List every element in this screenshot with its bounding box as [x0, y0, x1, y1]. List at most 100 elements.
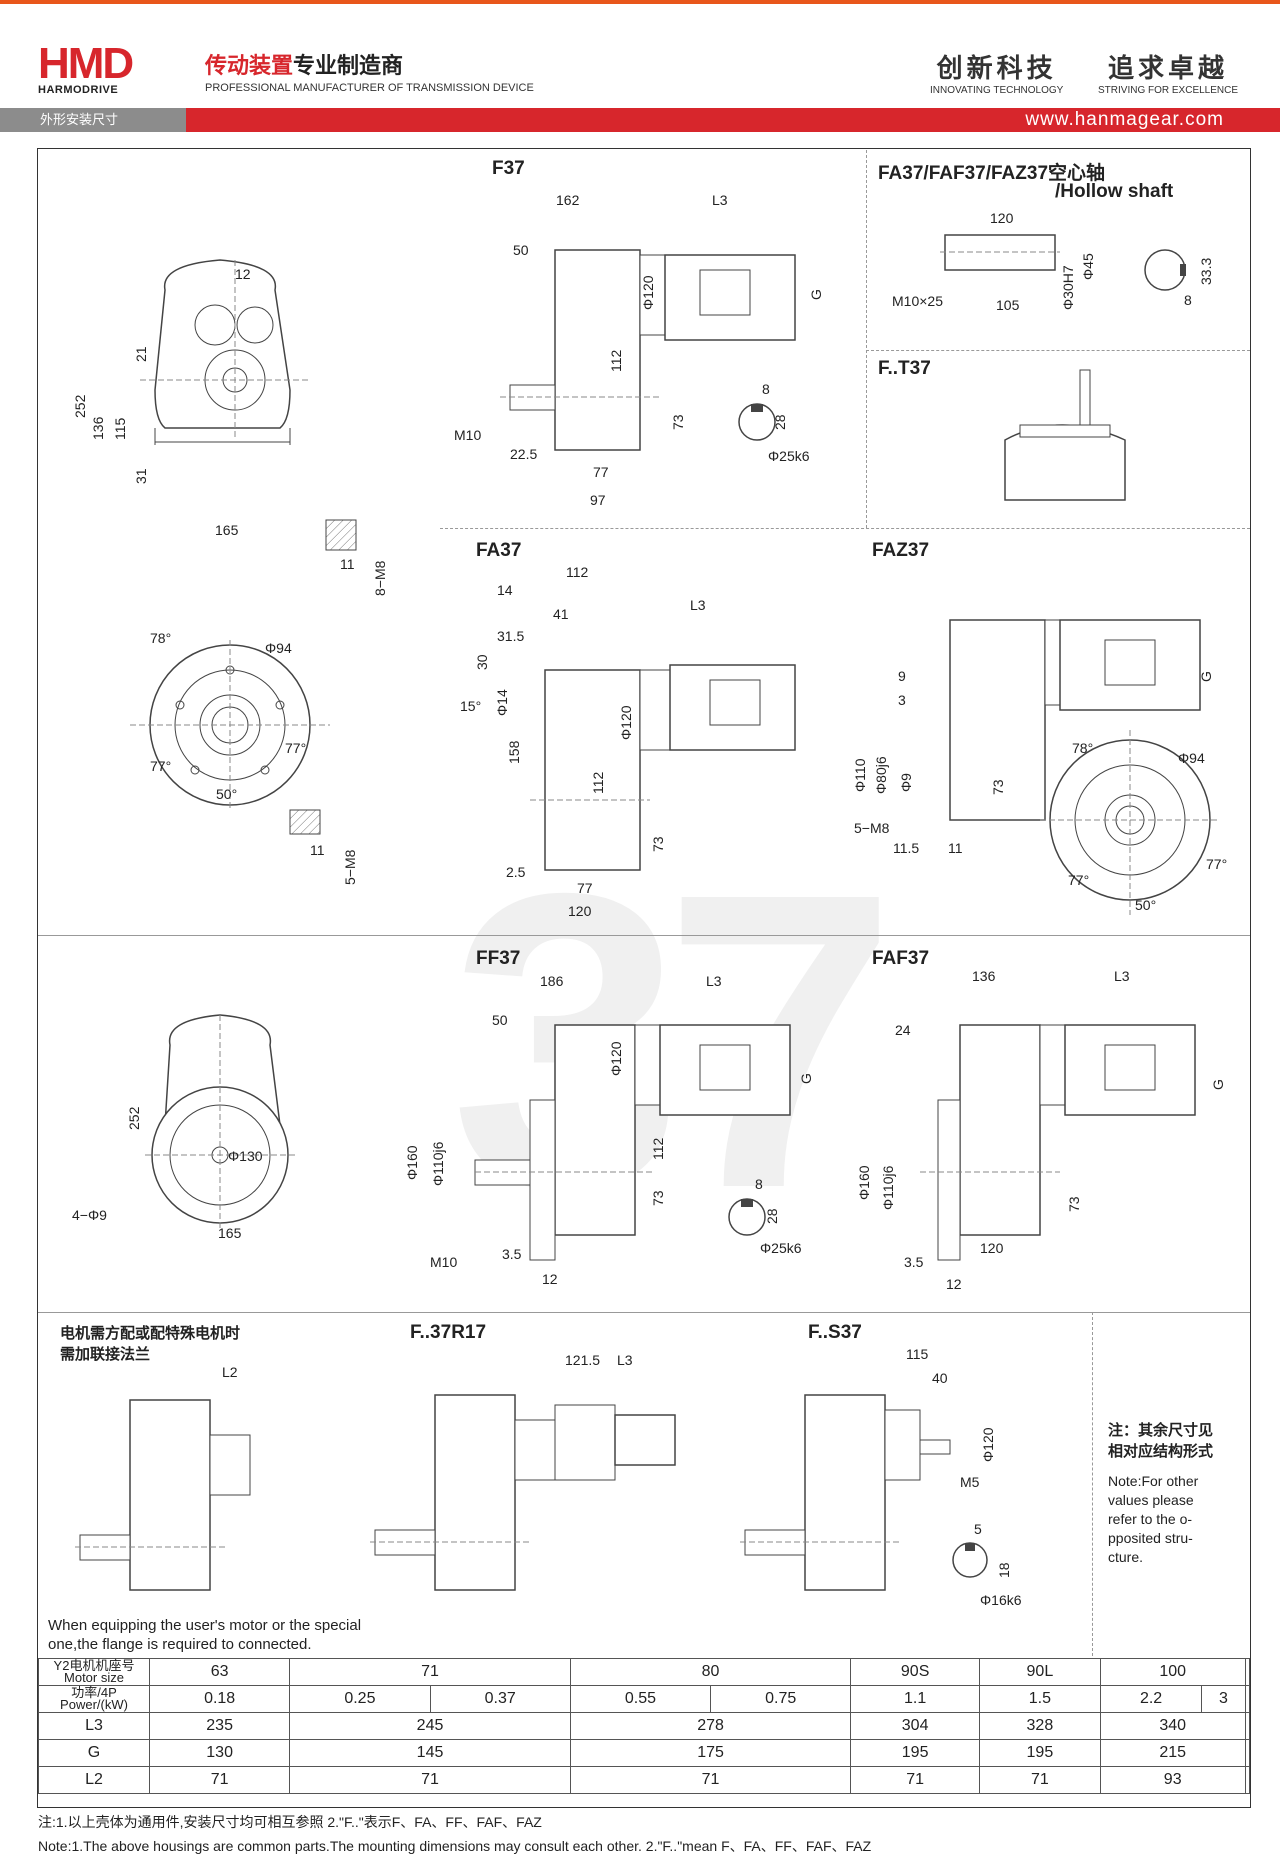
fs37-shaft-section — [952, 1542, 988, 1578]
table-cell: 3 — [1201, 1685, 1246, 1713]
table-header-l2: L2 — [38, 1766, 150, 1794]
adapter-note-en-line2: one,the flange is required to connected. — [48, 1636, 312, 1653]
faf37-title: FAF37 — [872, 948, 930, 969]
table-cell: 80 — [569, 1658, 852, 1686]
top-accent-rule — [0, 0, 1280, 4]
flange-angle-50: 50° — [216, 786, 238, 802]
front-dim-165: 165 — [215, 522, 239, 538]
slogan-striving-en: STRIVING FOR EXCELLENCE — [1098, 85, 1239, 96]
faf37-dim-12: 12 — [946, 1276, 962, 1292]
tagline-red: 传动装置 — [205, 53, 294, 78]
ff37-dim-73: 73 — [650, 1190, 666, 1206]
fs37-dim-40: 40 — [932, 1370, 948, 1386]
hollow-bore-section — [1144, 249, 1186, 291]
f37-dim-120: Φ120 — [640, 275, 656, 310]
fa37-dim-158: 158 — [506, 740, 522, 764]
table-cell: 71 — [850, 1766, 980, 1794]
fa37-dim-2.5: 2.5 — [506, 864, 526, 880]
ff37-dim-28: 28 — [764, 1208, 780, 1224]
fa37-dim-120b: 120 — [568, 903, 592, 919]
adapter-note-en: When equipping the user's motor or the s… — [48, 1616, 361, 1654]
faz37-dim-94: Φ94 — [1178, 750, 1205, 766]
fa37-title: FA37 — [476, 540, 522, 561]
faf37-dim-110: Φ110j6 — [880, 1165, 896, 1210]
faz37-drawing — [949, 619, 1220, 915]
table-cell: 90S — [850, 1658, 980, 1686]
flange-view-drawing — [130, 640, 330, 810]
f37-shaft-dia: Φ25k6 — [768, 448, 810, 464]
f37-dim-112: 112 — [608, 349, 624, 372]
ff37-dim-50: 50 — [492, 1012, 508, 1028]
ff37-dim-160: Φ160 — [404, 1145, 420, 1180]
header-motor-cn: Y2电机机座号 — [53, 1658, 135, 1673]
hollow-dim-45: Φ45 — [1080, 253, 1096, 280]
front-dim-11: 11 — [340, 556, 355, 572]
fs37-drawing — [740, 1394, 951, 1591]
remark-en-2: values please — [1108, 1492, 1194, 1508]
adapter-note-cn-line2: 需加联接法兰 — [60, 1346, 151, 1363]
fa37-angle-15: 15° — [460, 698, 482, 714]
slogan-striving-cn: 追求卓越 — [1108, 54, 1229, 84]
fa37-dim-L3: L3 — [690, 597, 706, 613]
table-cell: 175 — [569, 1739, 852, 1767]
fa37-dim-112: 112 — [566, 564, 589, 580]
faz37-angle-50: 50° — [1135, 897, 1157, 913]
front-dim-252: 252 — [72, 394, 88, 418]
table-cell: 304 — [850, 1712, 980, 1740]
faf37-dim-24: 24 — [895, 1022, 911, 1038]
fa37-dim-41: 41 — [553, 606, 569, 622]
ff-front-dim-130: Φ130 — [228, 1148, 263, 1164]
table-cell: 71 — [289, 1658, 571, 1686]
flange-dim-94: Φ94 — [265, 640, 292, 656]
ff37-shaft-dia: Φ25k6 — [760, 1240, 802, 1256]
f37-front-view-drawing — [140, 259, 310, 445]
remark-cn-1: 注：其余尺寸见 — [1108, 1422, 1214, 1439]
table-cell: 0.75 — [710, 1685, 852, 1713]
front-dim-136: 136 — [90, 416, 106, 440]
table-cell: 90L — [978, 1658, 1101, 1686]
f37-dim-22.5: 22.5 — [510, 446, 538, 462]
faf37-drawing — [920, 1024, 1196, 1261]
hollow-dim-105: 105 — [996, 297, 1020, 313]
ff37-dim-M10: M10 — [430, 1254, 458, 1270]
brand-logo: HMD HARMODRIVE — [38, 42, 158, 97]
fa37-dim-73: 73 — [650, 836, 666, 852]
table-cell: 130 — [148, 1739, 291, 1767]
ft37-drawing — [1004, 369, 1126, 501]
table-header-l3: L3 — [38, 1712, 150, 1740]
fa37-dim-31.5: 31.5 — [497, 628, 525, 644]
table-cell: 71 — [569, 1766, 852, 1794]
faz37-dim-11: 11 — [948, 840, 963, 856]
fs37-shaft-dia: Φ16k6 — [980, 1592, 1022, 1608]
table-header-g: G — [38, 1739, 150, 1767]
section-tab: 外形安装尺寸 — [0, 108, 186, 132]
ff37-side-drawing — [474, 1024, 791, 1261]
faz37-title: FAZ37 — [872, 540, 930, 561]
tagline-black: 专业制造商 — [293, 53, 404, 78]
table-cell: 0.25 — [289, 1685, 431, 1713]
adapter-note-cn-line1: 电机需方配或配特殊电机时 — [60, 1325, 241, 1342]
table-cell: 71 — [148, 1766, 291, 1794]
front-dim-8m8: 8−M8 — [372, 560, 388, 596]
table-cell: 0.18 — [148, 1685, 291, 1713]
faz37-dim-80: Φ80j6 — [873, 756, 889, 794]
f37r17-title: F..37R17 — [410, 1322, 487, 1343]
divider-top-vertical — [866, 150, 867, 528]
table-cell: 145 — [289, 1739, 571, 1767]
fa37-dim-120: Φ120 — [618, 705, 634, 740]
f37-title: F37 — [492, 158, 525, 179]
flange-angle-78: 78° — [150, 630, 172, 646]
faz37-dim-5m8: 5−M8 — [854, 820, 890, 836]
f37-dim-G: G — [808, 289, 824, 300]
faz37-dim-phi9: Φ9 — [898, 773, 914, 792]
slogan-innovating-cn: 创新科技 — [936, 54, 1057, 84]
faz37-dim-9: 9 — [898, 668, 906, 684]
table-row-l2: L2 71 71 71 71 71 93 — [38, 1766, 1251, 1794]
flange-angle-77-left: 77° — [150, 758, 172, 774]
f37-dim-77: 77 — [593, 464, 609, 480]
f37-dim-L3: L3 — [712, 192, 728, 208]
flange-dim-5m8: 5−M8 — [342, 849, 358, 885]
logo-subtext: HARMODRIVE — [38, 84, 119, 96]
